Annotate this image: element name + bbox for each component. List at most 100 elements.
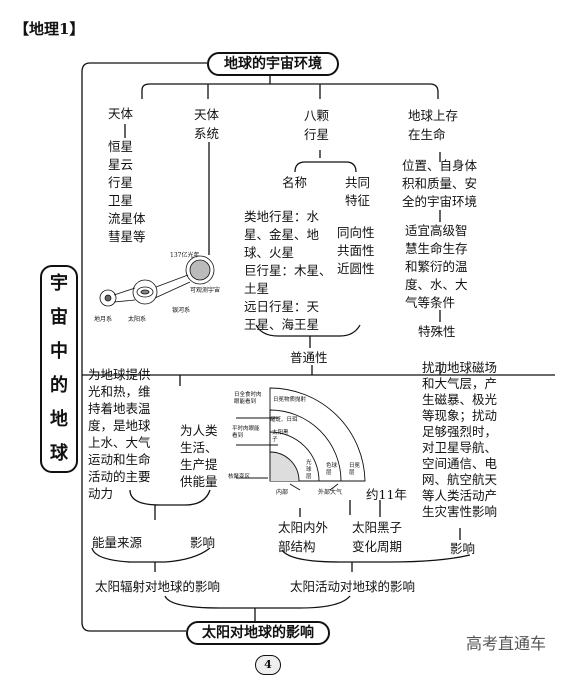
life-condition-line: 度、水、大: [405, 277, 468, 292]
ordinariness-label: 普通性: [290, 350, 328, 365]
fig-label-universe-size: 137亿光年: [170, 252, 200, 259]
section-tag: 【地理1】: [14, 20, 85, 38]
life-condition-line: 和繁衍的温: [405, 259, 468, 274]
fig-label-earth-moon: 地月系: [94, 316, 113, 323]
sun-label-cme: 日冕物质抛射: [273, 397, 307, 403]
activity-effect-line: 等现象；扰动: [422, 408, 498, 423]
planet-name-line: 球、火星: [244, 245, 295, 260]
common-features-line: 共同: [345, 175, 371, 190]
human-energy-text: 为人类 生活、 生产提 供能量: [180, 422, 218, 490]
life-conditions-internal: 适宜高级智 慧生命生存 和繁衍的温 度、水、大 气等条件: [405, 222, 468, 312]
planet-name-line: 远日行星：天: [244, 299, 320, 314]
left-title-box: 宇 宙 中 的 地 球: [40, 265, 78, 473]
sun-label-eclipse-visible: 日全食时肉眼能看到: [234, 392, 262, 405]
life-conditions-external: 位置、自身体 积和质量、安 全的宇宙环境: [402, 157, 477, 211]
sun-label-cycle: 约11年: [366, 487, 407, 502]
left-title-char: 宇: [50, 273, 68, 294]
sun-label-chromosphere: 色球层: [326, 463, 338, 476]
life-condition-line: 慧生命生存: [405, 241, 468, 256]
radiation-effects-text: 为地球提供 光和热，维 持着地表温 度，是地球 上水、大气 运动和生命 活动的主…: [88, 366, 151, 502]
activity-effects-text: 扰动地球磁场 和大气层，产 生磁暴、极光 等现象；扰动 足够强烈时， 对卫星导航…: [422, 360, 497, 520]
left-title-char: 球: [50, 443, 68, 464]
celestial-item: 行星: [108, 175, 134, 190]
sunspot-cycle-line: 太阳黑子: [352, 520, 403, 535]
branch1-title: 天体: [108, 106, 134, 121]
planet-name-line: 土星: [244, 281, 270, 296]
activity-effect-line: 和大气层，产: [422, 376, 498, 391]
planet-feature: 同向性: [337, 225, 375, 240]
celestial-item: 星云: [108, 157, 134, 172]
activity-effect-line: 对卫星导航、: [422, 440, 498, 455]
branch2-title-line: 系统: [194, 126, 220, 141]
branch4-title-line: 在生命: [408, 127, 446, 142]
planet-feature: 共面性: [337, 243, 375, 258]
sun-label-photosphere: 光球层: [306, 460, 312, 480]
sunspot-cycle-label: 太阳黑子 变化周期: [352, 518, 402, 556]
activity-effect-line: 足够强烈时，: [422, 424, 498, 439]
bottom-title-box: 太阳对地球的影响: [186, 621, 330, 645]
radiation-effect-line: 持着地表温: [88, 401, 151, 416]
activity-effect-line: 网、航空航天: [422, 472, 498, 487]
radiation-effect-line: 度，是地球: [88, 418, 151, 433]
sun-structure-line: 太阳内外: [278, 520, 329, 535]
common-features-label: 共同 特征: [345, 174, 370, 210]
left-title-char: 的: [50, 375, 68, 396]
life-condition-line: 气等条件: [405, 295, 456, 310]
branch3-title-line: 八颗: [304, 108, 330, 123]
common-features-line: 特征: [345, 193, 371, 208]
radiation-effect-line: 为地球提供: [88, 367, 151, 382]
left-title-char: 中: [50, 341, 68, 362]
human-energy-line: 生产提: [180, 457, 218, 472]
branch3-title-line: 行星: [304, 127, 330, 142]
radiation-effect-line: 运动和生命: [88, 452, 151, 467]
planet-name-line: 王星、海王星: [244, 317, 320, 332]
sun-label-corona: 日冕层: [349, 463, 361, 476]
planet-name-line: 星、金星、地: [244, 227, 320, 242]
celestial-item: 恒星: [108, 139, 134, 154]
influence-label-right: 影响: [450, 541, 476, 556]
activity-influence-label: 太阳活动对地球的影响: [290, 579, 416, 594]
branch2-title-line: 天体: [194, 107, 220, 122]
branch1-items: 恒星 星云 行星 卫星 流星体 彗星等: [108, 138, 146, 246]
celestial-item: 流星体: [108, 211, 146, 226]
sun-label-interior: 内部: [276, 489, 289, 496]
life-condition-line: 全的宇宙环境: [402, 194, 478, 209]
radiation-effect-line: 上水、大气: [88, 435, 151, 450]
page-number: 4: [255, 655, 281, 675]
radiation-effect-line: 动力: [88, 486, 114, 501]
branch2-title: 天体 系统: [194, 105, 219, 143]
sun-structure-line: 部结构: [278, 539, 316, 554]
planet-name-line: 类地行星：水: [244, 209, 320, 224]
sun-label-flares: 耀斑、日珥: [270, 417, 298, 423]
sun-label-sunspots: 太阳黑子: [272, 430, 289, 443]
fig-label-observable-universe: 可观测宇宙: [190, 287, 221, 294]
activity-effect-line: 等人类活动产: [422, 488, 498, 503]
planet-name-line: 巨行星：木星、: [244, 263, 332, 278]
left-title-char: 宙: [50, 307, 68, 328]
celestial-item: 卫星: [108, 193, 134, 208]
human-energy-line: 生活、: [180, 440, 218, 455]
sunspot-cycle-line: 变化周期: [352, 539, 403, 554]
planet-features-list: 同向性 共面性 近圆性: [337, 224, 375, 278]
sun-label-fusion: 核聚变区: [228, 474, 251, 480]
planet-names-label: 名称: [282, 175, 308, 190]
planet-feature: 近圆性: [337, 261, 375, 276]
sun-structure-label: 太阳内外 部结构: [278, 518, 328, 556]
planet-names-list: 类地行星：水 星、金星、地 球、火星 巨行星：木星、 土星 远日行星：天 王星、…: [244, 208, 332, 334]
fig-label-milky-way: 银河系: [172, 307, 191, 314]
top-title-box: 地球的宇宙环境: [207, 52, 339, 76]
human-energy-line: 供能量: [180, 474, 218, 489]
energy-source-label: 能量来源: [92, 535, 143, 550]
sun-label-normally-visible: 平时肉眼能看到: [232, 426, 260, 439]
speciality-label: 特殊性: [418, 324, 456, 339]
branch3-title: 八颗 行星: [304, 106, 329, 144]
influence-label-left: 影响: [190, 535, 216, 550]
fig-label-solar-system: 太阳系: [128, 316, 147, 323]
celestial-item: 彗星等: [108, 229, 146, 244]
watermark: 高考直通车: [466, 634, 547, 653]
branch4-title: 地球上存 在生命: [408, 106, 458, 144]
branch4-title-line: 地球上存: [408, 108, 459, 123]
left-title-char: 地: [50, 409, 68, 430]
